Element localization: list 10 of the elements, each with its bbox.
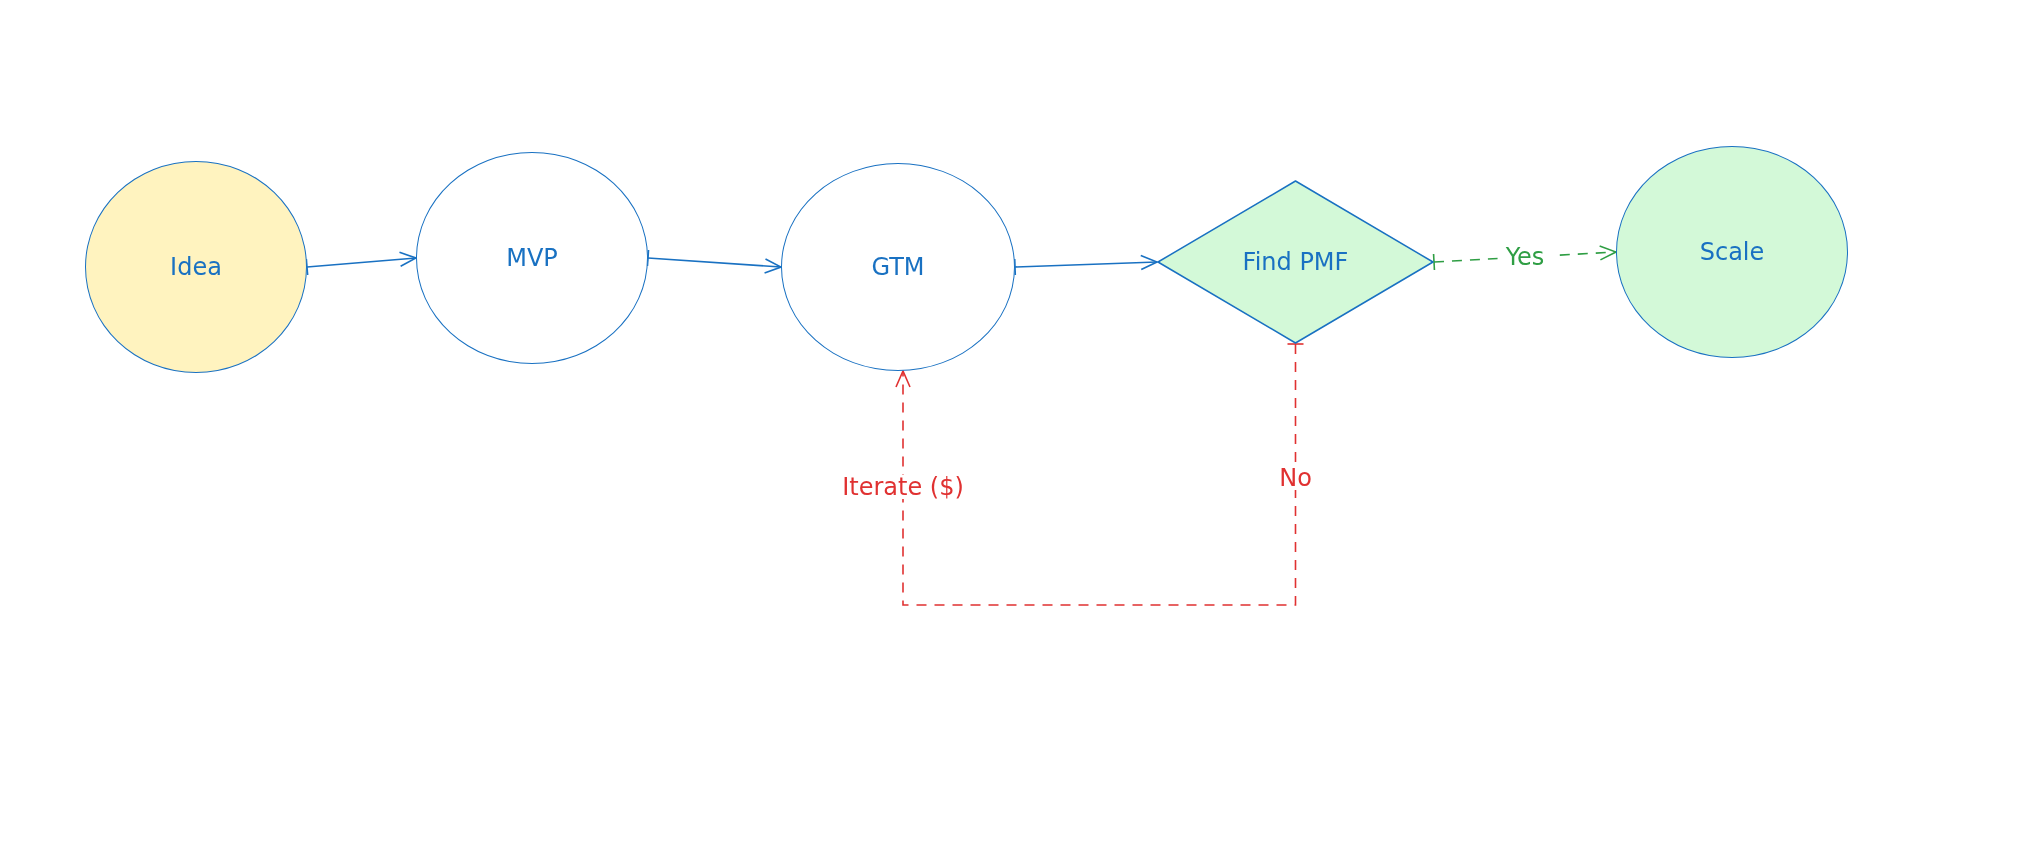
arrow <box>1013 254 1158 276</box>
decision-diamond <box>1157 180 1434 344</box>
node-label: Find PMF <box>1242 247 1349 278</box>
node-label: GTM <box>871 252 925 283</box>
arrow <box>895 343 1305 606</box>
node-label: MVP <box>506 243 558 274</box>
arrow <box>646 249 782 274</box>
node-label: Idea <box>170 252 222 283</box>
arrow <box>305 251 417 276</box>
node-label: Scale <box>1699 237 1765 268</box>
